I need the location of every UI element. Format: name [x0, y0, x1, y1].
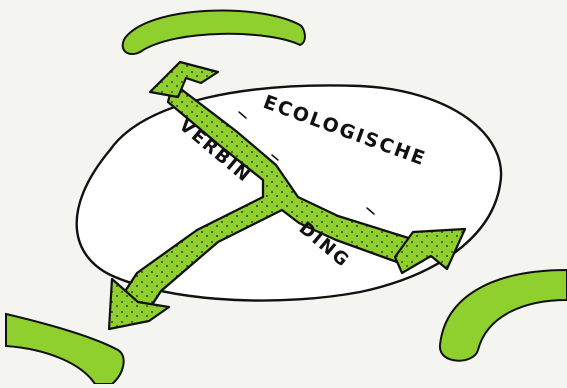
right-green-patch	[440, 270, 567, 361]
bottom-left-green-patch	[6, 314, 124, 384]
top-green-patch	[123, 10, 305, 54]
